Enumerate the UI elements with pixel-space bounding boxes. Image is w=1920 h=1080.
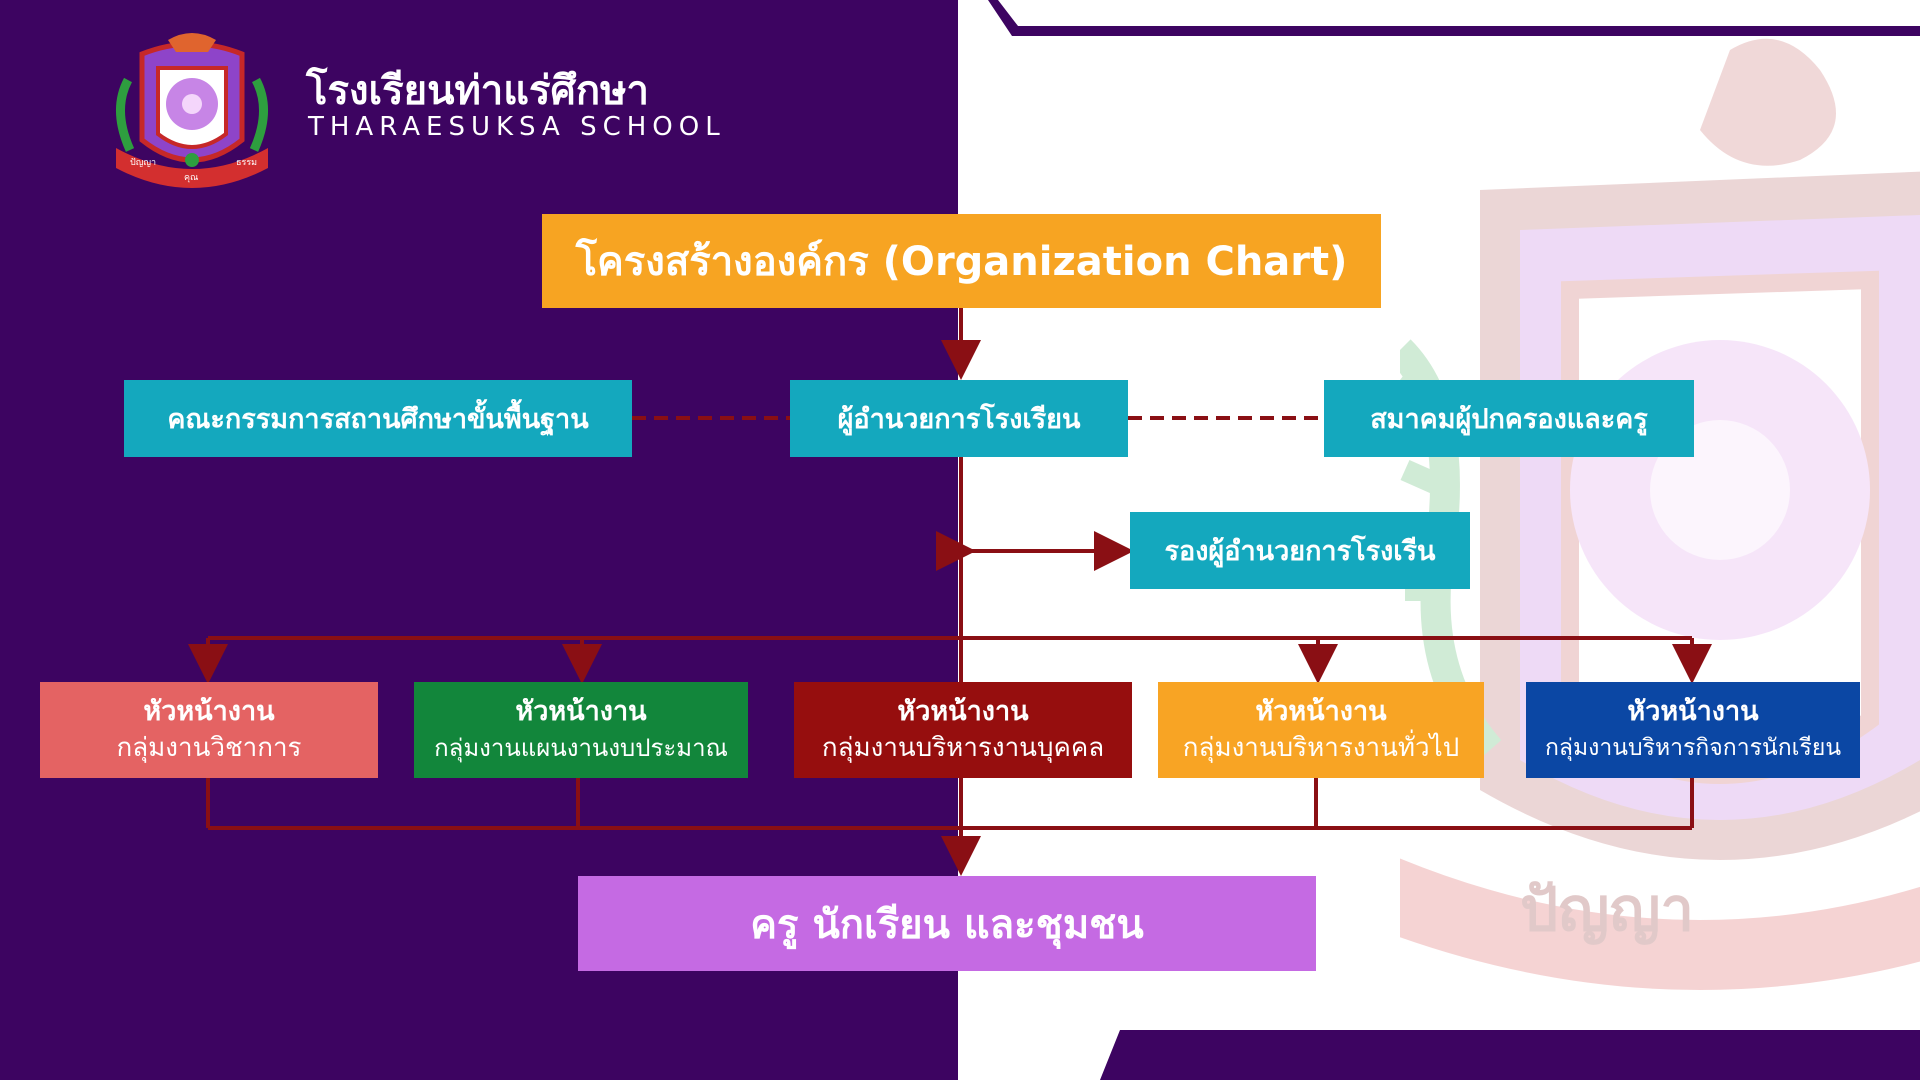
logo-motto-center: คุณ bbox=[184, 173, 198, 183]
association-label: สมาคมผู้ปกครองและครู bbox=[1370, 404, 1648, 435]
bottom-frame-band bbox=[1100, 1030, 1920, 1080]
department-personnel-box: หัวหน้างาน กลุ่มงานบริหารงานบุคคล bbox=[794, 682, 1132, 778]
logo-motto-left: ปัญญา bbox=[130, 158, 156, 168]
department-head-label: หัวหน้างาน bbox=[1627, 696, 1759, 727]
watermark-motto-text: ปัญญา bbox=[1520, 875, 1694, 945]
department-name-label: กลุ่มงานแผนงานงบประมาณ bbox=[434, 734, 728, 762]
board-committee-label: คณะกรรมการสถานศึกษาขั้นพื้นฐาน bbox=[167, 404, 589, 435]
board-committee-box: คณะกรรมการสถานศึกษาขั้นพื้นฐาน bbox=[124, 380, 632, 457]
department-academic-box: หัวหน้างาน กลุ่มงานวิชาการ bbox=[40, 682, 378, 778]
parent-teacher-association-box: สมาคมผู้ปกครองและครู bbox=[1324, 380, 1694, 457]
top-frame-stripe bbox=[988, 0, 1920, 36]
chart-title: โครงสร้างองค์กร (Organization Chart) bbox=[575, 239, 1348, 285]
department-name-label: กลุ่มงานวิชาการ bbox=[116, 733, 302, 763]
deputy-director-label: รองผู้อำนวยการโรงเรีน bbox=[1164, 536, 1436, 567]
department-head-label: หัวหน้างาน bbox=[897, 696, 1029, 727]
teachers-students-community-box: ครู นักเรียน และชุมชน bbox=[578, 876, 1316, 971]
chart-title-box: โครงสร้างองค์กร (Organization Chart) bbox=[542, 214, 1381, 308]
department-head-label: หัวหน้างาน bbox=[143, 696, 275, 727]
department-head-label: หัวหน้างาน bbox=[515, 696, 647, 727]
school-name-thai: โรงเรียนท่าแร่ศึกษา bbox=[306, 68, 649, 114]
department-budget-box: หัวหน้างาน กลุ่มงานแผนงานงบประมาณ bbox=[414, 682, 748, 778]
logo-motto-right: ธรรม bbox=[236, 158, 257, 168]
teachers-students-community-label: ครู นักเรียน และชุมชน bbox=[750, 901, 1144, 948]
department-name-label: กลุ่มงานบริหารงานทั่วไป bbox=[1182, 733, 1460, 763]
department-name-label: กลุ่มงานบริหารงานบุคคล bbox=[821, 733, 1105, 763]
department-general-box: หัวหน้างาน กลุ่มงานบริหารงานทั่วไป bbox=[1158, 682, 1484, 778]
deputy-director-box: รองผู้อำนวยการโรงเรีน bbox=[1130, 512, 1470, 589]
department-head-label: หัวหน้างาน bbox=[1255, 696, 1387, 727]
department-student-affairs-box: หัวหน้างาน กลุ่มงานบริหารกิจการนักเรียน bbox=[1526, 682, 1860, 778]
school-name-english: THARAESUKSA SCHOOL bbox=[308, 112, 726, 142]
school-crest-logo: ปัญญา คุณ ธรรม bbox=[115, 33, 269, 188]
department-name-label: กลุ่มงานบริหารกิจการนักเรียน bbox=[1544, 735, 1842, 761]
director-label: ผู้อำนวยการโรงเรียน bbox=[837, 404, 1081, 435]
director-box: ผู้อำนวยการโรงเรียน bbox=[790, 380, 1128, 457]
